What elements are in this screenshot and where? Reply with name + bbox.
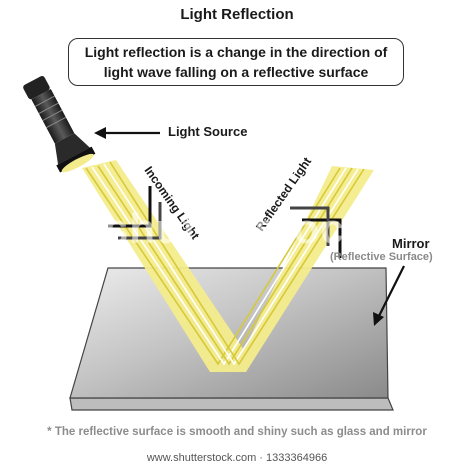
footnote: * The reflective surface is smooth and s… [47,426,427,438]
image-credit: www.shutterstock.com · 1333364966 [0,449,474,468]
reflected-direction-arrow [290,206,342,258]
watermark: shutterstock [104,205,370,252]
page-title: Light Reflection [180,6,294,23]
light-source-label: Light Source [168,124,248,139]
mirror-label: Mirror [392,236,430,251]
flashlight-icon [23,75,96,173]
light-source-pointer-arrow [94,127,160,139]
mirror-pointer-arrow [373,265,405,326]
reflective-surface-label: (Reflective Surface) [330,251,433,263]
definition-line-1: Light reflection is a change in the dire… [84,44,388,60]
definition-line-2: light wave falling on a reflective surfa… [103,64,369,80]
incoming-direction-arrow [108,186,162,240]
definition-box [68,38,404,86]
light-beam [82,160,374,372]
